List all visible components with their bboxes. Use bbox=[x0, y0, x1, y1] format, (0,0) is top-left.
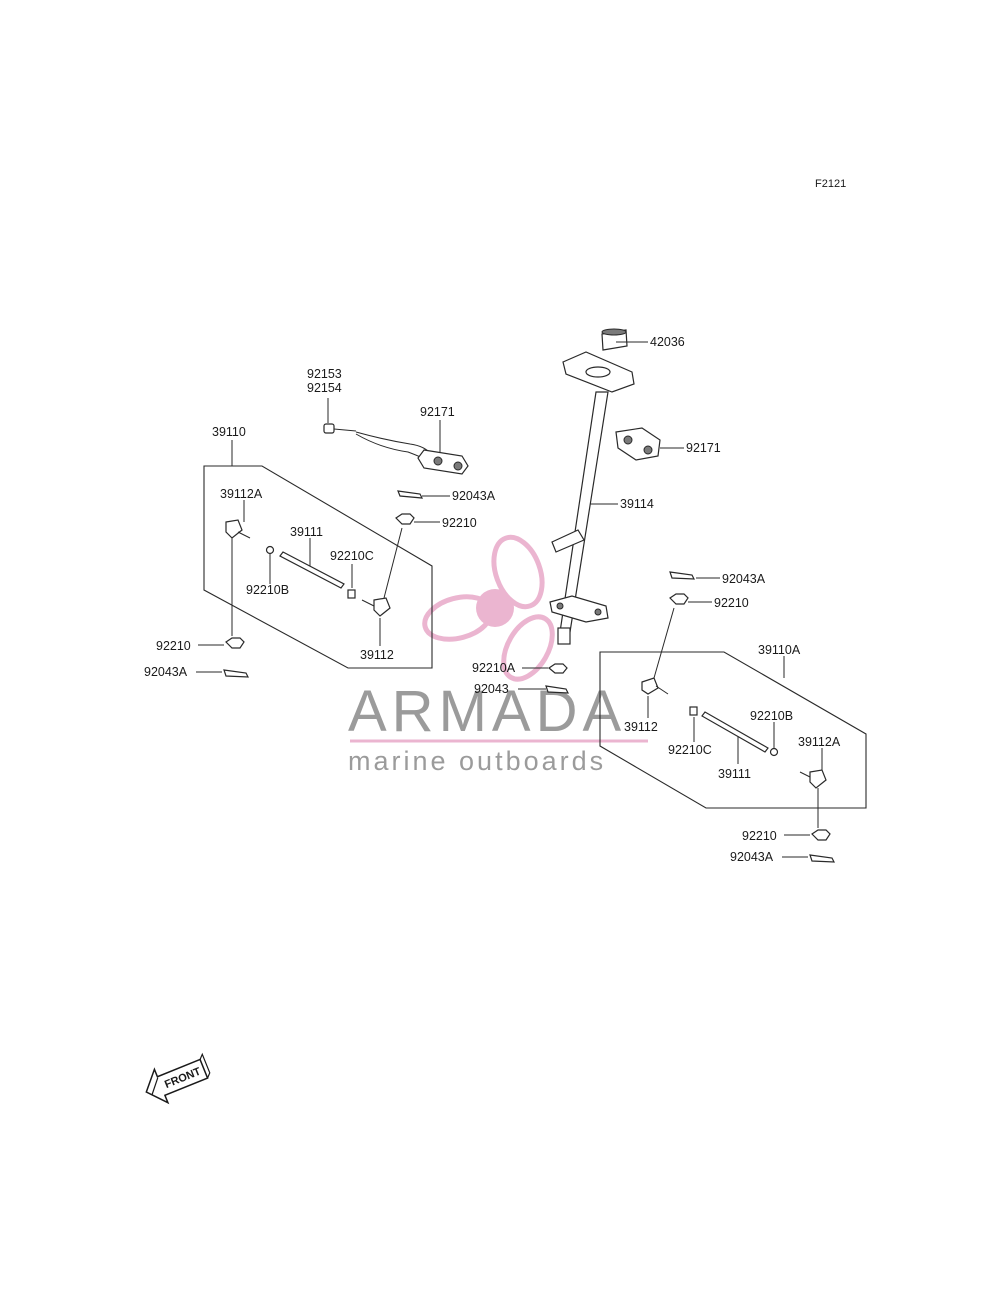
cotter-pin-92043A-bottom bbox=[809, 854, 835, 863]
label-92210-upper: 92210 bbox=[442, 516, 477, 530]
nut-92210-bottom bbox=[811, 829, 831, 841]
nut-92210-right bbox=[669, 593, 689, 605]
label-92210-bottom: 92210 bbox=[742, 829, 777, 843]
label-92171-top: 92171 bbox=[420, 405, 455, 419]
watermark-brand: ARMADA bbox=[348, 679, 626, 744]
label-92043A-left: 92043A bbox=[144, 665, 188, 679]
cotter-pin-92043A-upper bbox=[397, 490, 424, 499]
nut-92210-left bbox=[225, 637, 245, 649]
nut-92210A bbox=[547, 663, 568, 674]
tie-rod-end-39112A-left bbox=[225, 519, 251, 636]
label-92210-right: 92210 bbox=[714, 596, 749, 610]
front-arrow-icon: FRONT bbox=[145, 1052, 211, 1105]
cotter-pin-92043 bbox=[545, 685, 569, 694]
label-92210B-right: 92210B bbox=[750, 709, 793, 723]
label-92171-right: 92171 bbox=[686, 441, 721, 455]
label-92043A-bottom: 92043A bbox=[730, 850, 774, 864]
figure-code: F2121 bbox=[815, 178, 846, 190]
label-39112A-right: 39112A bbox=[798, 735, 841, 749]
label-92043: 92043 bbox=[474, 682, 509, 696]
tie-rod-39111-left bbox=[279, 551, 345, 589]
label-92154: 92154 bbox=[307, 381, 342, 395]
label-92210C-left: 92210C bbox=[330, 549, 374, 563]
label-39111-left: 39111 bbox=[290, 525, 323, 539]
label-39111-right: 39111 bbox=[718, 767, 751, 781]
label-39112-right: 39112 bbox=[624, 720, 658, 734]
nut-92210C-left bbox=[347, 589, 356, 599]
watermark: ARMADA marine outboards bbox=[348, 534, 648, 776]
nut-92210C-right bbox=[689, 706, 698, 716]
tie-rod-end-39112-right bbox=[641, 607, 675, 695]
label-39112A-left: 39112A bbox=[220, 487, 263, 501]
assembly-box-39110 bbox=[203, 465, 433, 669]
label-92210-left: 92210 bbox=[156, 639, 191, 653]
nut-92210-upper bbox=[395, 513, 415, 525]
label-92043A-upper: 92043A bbox=[452, 489, 496, 503]
cotter-pin-92043A-left bbox=[223, 669, 249, 678]
cotter-pin-92043A-right bbox=[669, 571, 695, 580]
label-42036: 42036 bbox=[650, 335, 685, 349]
label-39114: 39114 bbox=[620, 497, 654, 511]
tie-rod-end-39112A-right bbox=[799, 769, 827, 828]
propeller-logo bbox=[422, 534, 555, 682]
clamp-92171 bbox=[615, 427, 661, 461]
label-92210A: 92210A bbox=[472, 661, 516, 675]
cable-assembly bbox=[323, 423, 469, 475]
label-39112-left: 39112 bbox=[360, 648, 394, 662]
watermark-tagline: marine outboards bbox=[348, 746, 606, 776]
nut-92210B-right bbox=[769, 747, 779, 757]
label-92210C-right: 92210C bbox=[668, 743, 712, 757]
tie-rod-end-39112-left bbox=[361, 527, 403, 617]
label-39110: 39110 bbox=[212, 425, 246, 439]
label-92153: 92153 bbox=[307, 367, 342, 381]
tie-rod-39111-right bbox=[701, 711, 769, 753]
assembly-box-39110A bbox=[599, 651, 867, 809]
label-39110A: 39110A bbox=[758, 643, 801, 657]
label-92210B-left: 92210B bbox=[246, 583, 289, 597]
nut-92210B-left bbox=[265, 545, 275, 555]
steering-shaft bbox=[549, 328, 635, 645]
label-92043A-right: 92043A bbox=[722, 572, 766, 586]
